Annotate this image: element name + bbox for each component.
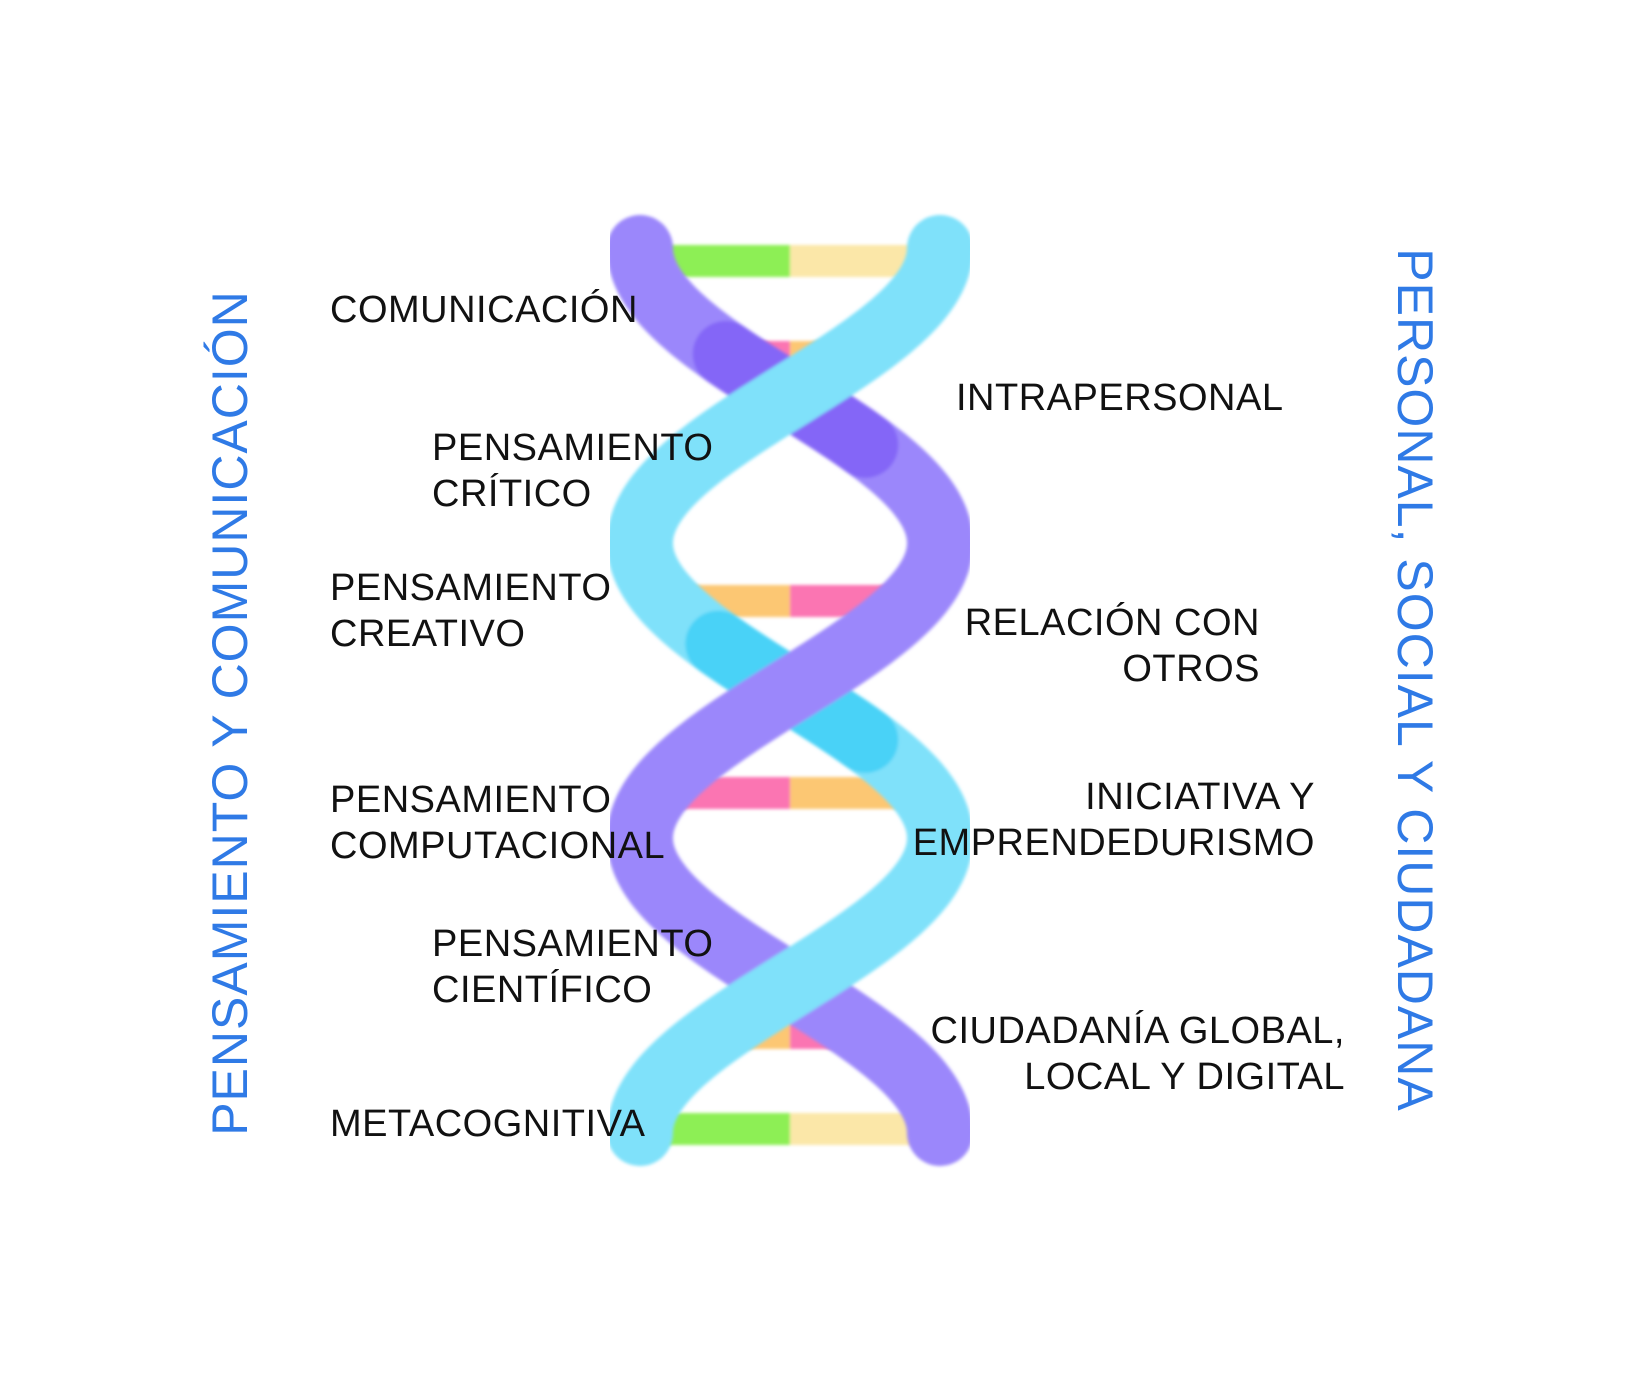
side-title-left: PENSAMIENTO Y COMUNICACIÓN [202,290,258,1136]
label-comunicacion: COMUNICACIÓN [330,289,638,331]
label-intrapersonal: INTRAPERSONAL [956,377,1284,419]
label-metacognitiva: METACOGNITIVA [330,1103,646,1145]
helix-strands [607,215,973,1166]
strand-cyan-over [676,897,906,1072]
label-iniciativa-emprendedurismo: INICIATIVA Y EMPRENDEDURISMO [912,776,1315,864]
strand-cyan-over [676,307,906,482]
strand-purple-over [676,602,906,777]
label-pensamiento-cientifico: PENSAMIENTO CIENTÍFICO [432,923,714,1011]
side-title-right: PERSONAL, SOCIAL Y CIUDADANA [1387,248,1443,1112]
label-pensamiento-computacional: PENSAMIENTO COMPUTACIONAL [330,779,666,867]
label-pensamiento-critico: PENSAMIENTO CRÍTICO [432,427,714,515]
label-pensamiento-creativo: PENSAMIENTO CREATIVO [330,567,612,655]
label-ciudadania: CIUDADANÍA GLOBAL, LOCAL Y DIGITAL [930,1010,1345,1098]
label-relacion-con-otros: RELACIÓN CON OTROS [964,602,1260,690]
